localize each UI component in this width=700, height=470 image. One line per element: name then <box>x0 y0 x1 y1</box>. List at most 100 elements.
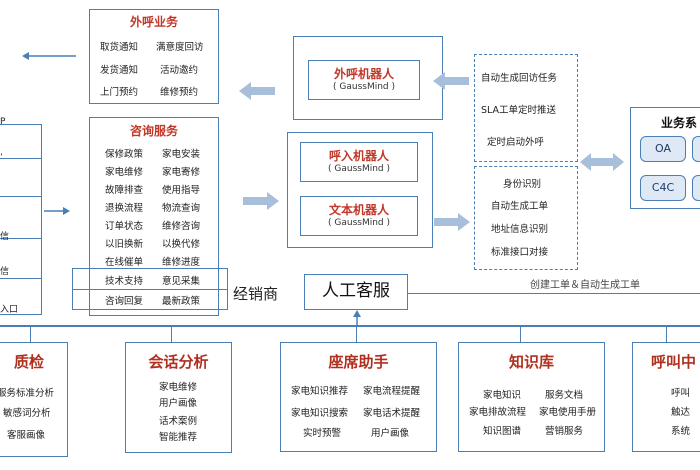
outbound-item: 维修预约 <box>160 87 199 98</box>
system-placeholder <box>692 175 700 201</box>
outbound-business-box: 外呼业务 取货通知 满意度回访 发货通知 活动邀约 上门预约 维修预约 <box>89 9 219 104</box>
module-knowledge-item: 知识图谱 <box>483 426 522 437</box>
agent-right-line <box>408 293 700 294</box>
inbound-robot-sub: ( GaussMind ) <box>328 164 390 174</box>
right-bottom-item: 地址信息识别 <box>491 224 549 235</box>
module-session-item: 家电维修 <box>159 382 198 393</box>
module-quality-title: 质检 <box>13 353 44 371</box>
module-call-title: 呼叫中 <box>651 353 697 371</box>
outbound-robot-name: 外呼机器人 <box>333 67 394 81</box>
oa-system: OA <box>640 136 686 162</box>
module-connector <box>520 325 521 342</box>
module-session-item: 智能推荐 <box>159 432 198 443</box>
left-bracket-vertical <box>41 124 42 314</box>
right-bottom-dashed-box <box>474 166 578 270</box>
arrow-outbound-left <box>22 52 76 60</box>
module-knowledge-item: 家电排故流程 <box>469 407 527 418</box>
module-connector <box>356 325 357 342</box>
left-bracket-tick <box>0 124 42 125</box>
left-bracket-tick <box>0 196 42 197</box>
right-bottom-item: 自动生成工单 <box>491 201 549 212</box>
left-fragment: ’ <box>0 153 3 163</box>
consult-item: 故障排查 <box>105 185 144 196</box>
left-fragment: 入口 <box>0 305 19 315</box>
module-session-item: 用户画像 <box>159 398 198 409</box>
left-bracket-tick <box>0 314 42 315</box>
inbound-robot-name: 呼入机器人 <box>328 149 389 163</box>
consult-item: 维修进度 <box>162 257 201 268</box>
consult-item: 物流查询 <box>162 203 201 214</box>
business-system-title: 业务系 <box>661 116 698 130</box>
module-seat-item: 用户画像 <box>371 428 410 439</box>
consult-item: 在线催单 <box>105 257 144 268</box>
dealer-label: 经销商 <box>233 285 279 303</box>
consult-service-title: 咨询服务 <box>129 124 178 138</box>
module-knowledge-base: 知识库 家电知识 服务文档 家电排故流程 家电使用手册 知识图谱 营销服务 <box>458 342 605 452</box>
consult-item: 技术支持 <box>105 276 144 287</box>
text-robot-name: 文本机器人 <box>328 203 389 217</box>
module-session-title: 会话分析 <box>148 353 209 371</box>
left-bracket-tick <box>0 278 42 279</box>
arrow-robots-to-right <box>434 213 470 231</box>
module-quality: 质检 服务标准分析 敏感词分析 客服画像 <box>0 342 68 457</box>
c4c-system: C4C <box>640 175 686 201</box>
outbound-robot: 外呼机器人 ( GaussMind ) <box>308 60 420 100</box>
arrow-bar-to-agent <box>353 310 361 325</box>
module-connector <box>30 325 31 342</box>
left-fragment: 信 <box>0 267 10 277</box>
consult-item: 订单状态 <box>105 221 144 232</box>
module-knowledge-item: 服务文档 <box>545 390 584 401</box>
outbound-item: 活动邀约 <box>160 65 199 76</box>
left-fragment: P <box>0 117 6 127</box>
inbound-robot: 呼入机器人 ( GaussMind ) <box>300 142 418 182</box>
consult-item: 家电安装 <box>162 149 201 160</box>
outbound-item: 发货通知 <box>100 65 139 76</box>
consult-item: 以换代修 <box>162 239 201 250</box>
arrow-robots-to-consult <box>243 192 279 210</box>
right-top-item: SLA工单定时推送 <box>481 105 557 116</box>
outbound-robot-sub: ( GaussMind ) <box>333 82 395 92</box>
module-seat-item: 家电话术提醒 <box>363 408 421 419</box>
module-call-item: 触达 <box>671 407 691 418</box>
module-call-item: 系统 <box>671 426 691 437</box>
consult-item: 咨询回复 <box>105 296 144 307</box>
system-placeholder <box>692 136 700 162</box>
consult-item: 意见采集 <box>162 276 201 287</box>
module-quality-item: 敏感词分析 <box>3 408 51 419</box>
module-knowledge-title: 知识库 <box>508 353 554 371</box>
module-seat-item: 家电知识搜索 <box>291 408 349 419</box>
text-robot: 文本机器人 ( GaussMind ) <box>300 196 418 236</box>
module-seat-item: 实时预警 <box>303 428 342 439</box>
consult-item: 维修咨询 <box>162 221 201 232</box>
outbound-item: 上门预约 <box>100 87 139 98</box>
left-fragment: 信 <box>0 232 10 242</box>
right-top-item: 自动生成回访任务 <box>481 73 558 84</box>
bottom-main-bar <box>0 325 700 327</box>
consult-item: 保修政策 <box>105 149 144 160</box>
create-ticket-label: 创建工单＆自动生成工单 <box>530 280 640 291</box>
module-session-item: 话术案例 <box>159 416 198 427</box>
c4c-label: C4C <box>651 181 675 194</box>
consult-item: 退换流程 <box>105 203 144 214</box>
module-quality-item: 服务标准分析 <box>0 388 55 399</box>
module-call-item: 呼叫 <box>671 388 691 399</box>
right-top-item: 定时启动外呼 <box>487 137 545 148</box>
arrow-right-to-biz <box>580 153 624 171</box>
human-agent-box: 人工客服 <box>304 274 408 310</box>
arrow-outbound-robot-to-outbound <box>239 82 275 100</box>
module-knowledge-item: 营销服务 <box>545 426 584 437</box>
consult-item: 家电维修 <box>105 167 144 178</box>
outbound-item: 取货通知 <box>100 42 139 53</box>
arrow-right-to-outbound-robot <box>433 72 469 90</box>
module-quality-item: 客服画像 <box>7 430 46 441</box>
outbound-business-title: 外呼业务 <box>129 15 178 29</box>
module-knowledge-item: 家电使用手册 <box>539 407 597 418</box>
consult-item: 家电寄修 <box>162 167 201 178</box>
module-seat-item: 家电流程提醒 <box>363 386 421 397</box>
oa-label: OA <box>655 142 671 155</box>
text-robot-sub: ( GaussMind ) <box>328 218 390 228</box>
human-agent-label: 人工客服 <box>322 281 390 301</box>
module-knowledge-item: 家电知识 <box>483 390 522 401</box>
module-seat-item: 家电知识推荐 <box>291 386 349 397</box>
consult-item: 使用指导 <box>162 185 201 196</box>
